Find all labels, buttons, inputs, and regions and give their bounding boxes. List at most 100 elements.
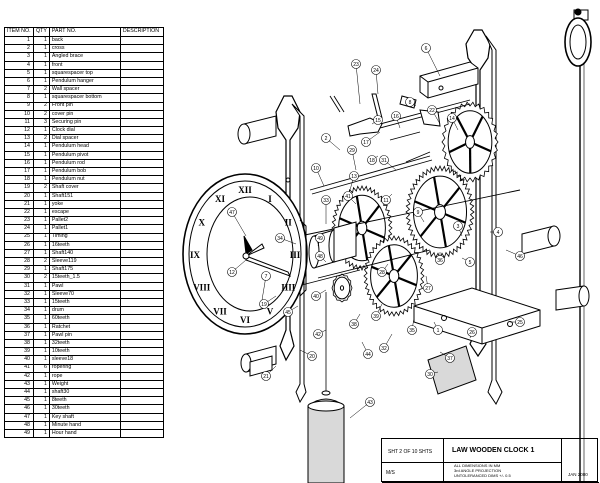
callout-balloon (349, 171, 359, 181)
callout-balloon (261, 271, 271, 281)
callout-label: 37 (447, 356, 453, 362)
callout-label: 20 (309, 354, 315, 360)
callout-label: 26 (469, 330, 475, 336)
callout-balloon (371, 311, 381, 321)
callout-label: 6 (425, 46, 428, 52)
callout-balloon (321, 195, 331, 205)
callout-label: 19 (261, 302, 267, 308)
callout-label: 25 (517, 320, 523, 326)
callout-leader (425, 47, 441, 77)
callout-balloon (425, 369, 435, 379)
callout-balloon (371, 65, 381, 75)
dial-numeral: I (268, 194, 272, 204)
callout-label: 9 (417, 210, 420, 216)
clock-hands (242, 235, 292, 277)
bottom-brace (413, 287, 541, 345)
angled-brace (427, 345, 477, 395)
dial-numeral: XII (238, 185, 252, 195)
escape-wheel (441, 101, 499, 183)
callout-balloon (321, 133, 331, 143)
callout-balloon (315, 233, 325, 243)
callout-balloon (445, 353, 455, 363)
dial-numeral: VI (240, 315, 250, 325)
callout-balloon (381, 195, 391, 205)
note-projection: 3rd ANGLE PROJECTION (454, 468, 502, 473)
callout-label: 48 (317, 254, 323, 260)
note-tolerance: UNTOLERANCED DIMS +/- 0.5 (454, 473, 511, 478)
callout-label: 21 (263, 374, 269, 380)
callout-balloon (261, 371, 271, 381)
top-square-spacer (419, 61, 479, 99)
callout-balloon (493, 227, 503, 237)
callout-label: 5 (469, 260, 472, 266)
description-cell (119, 428, 164, 439)
title-block-cell-sheet (382, 439, 444, 463)
callout-balloon (447, 113, 457, 123)
callout-label: 38 (351, 322, 357, 328)
callout-label: 11 (383, 198, 388, 204)
callout-balloon (275, 233, 285, 243)
callout-label: 28 (379, 270, 385, 276)
callout-balloon (405, 97, 415, 107)
title-block: SHT 2 OF 10 SHTS LAW WOODEN CLOCK 1 M/S … (381, 438, 599, 483)
dial-numeral: IX (190, 250, 201, 260)
callout-label: 10 (313, 166, 319, 172)
callout-label: 34 (277, 236, 283, 242)
callout-balloon (373, 115, 383, 125)
callout-balloon (367, 155, 377, 165)
dial-numeral: XI (215, 194, 225, 204)
pendulum (564, 8, 592, 483)
callout-label: 46 (517, 254, 523, 260)
callout-label: 8 (409, 100, 412, 106)
pinion-small (331, 273, 353, 303)
parts-list-header-row: ITEM NO. QTY PART NO. DESCRIPTION (4, 27, 164, 37)
callout-balloon (433, 325, 443, 335)
gear-lower (363, 235, 425, 317)
callout-balloon (363, 349, 373, 359)
callout-label: 16 (393, 114, 399, 120)
callout-balloon (453, 221, 463, 231)
callout-balloon (349, 319, 359, 329)
title-block-cell-title (444, 439, 562, 463)
callout-balloon (361, 137, 371, 147)
callout-label: 32 (381, 346, 387, 352)
callout-label: 33 (323, 198, 329, 204)
callout-balloon (307, 351, 317, 361)
callout-label: 22 (429, 108, 435, 114)
callout-balloon (259, 299, 269, 309)
callout-balloon (379, 343, 389, 353)
callout-label: 31 (381, 158, 387, 164)
drawing-title: LAW WOODEN CLOCK 1 (452, 447, 535, 454)
dial-numeral: IIII (281, 283, 296, 293)
callout-balloon (377, 267, 387, 277)
callout-balloon (283, 307, 293, 317)
right-spacers (521, 225, 590, 311)
callout-balloon (315, 251, 325, 261)
callout-label: 36 (437, 258, 443, 264)
callout-label: 3 (457, 224, 460, 230)
callout-balloon (347, 145, 357, 155)
callout-label: 13 (351, 174, 357, 180)
callout-label: 18 (369, 158, 375, 164)
callout-label: 29 (349, 148, 355, 154)
callout-label: 17 (363, 140, 369, 146)
callout-balloon (413, 207, 423, 217)
dial-numeral: V (267, 306, 274, 316)
callout-balloon (515, 251, 525, 261)
callout-label: 30 (427, 372, 433, 378)
callout-label: 12 (229, 270, 235, 276)
dial-numeral: III (290, 250, 301, 260)
callout-label: 14 (449, 116, 455, 122)
sheet-number: SHT 2 OF 10 SHTS (388, 449, 433, 455)
drawing-notes: ALL DIMENSIONS IN MM 3rd ANGLE PROJECTIO… (454, 463, 534, 478)
callout-balloon (311, 163, 321, 173)
callout-label: 35 (409, 328, 415, 334)
dial-numeral: X (198, 218, 205, 228)
callout-balloon (435, 255, 445, 265)
callout-label: 44 (365, 352, 371, 358)
